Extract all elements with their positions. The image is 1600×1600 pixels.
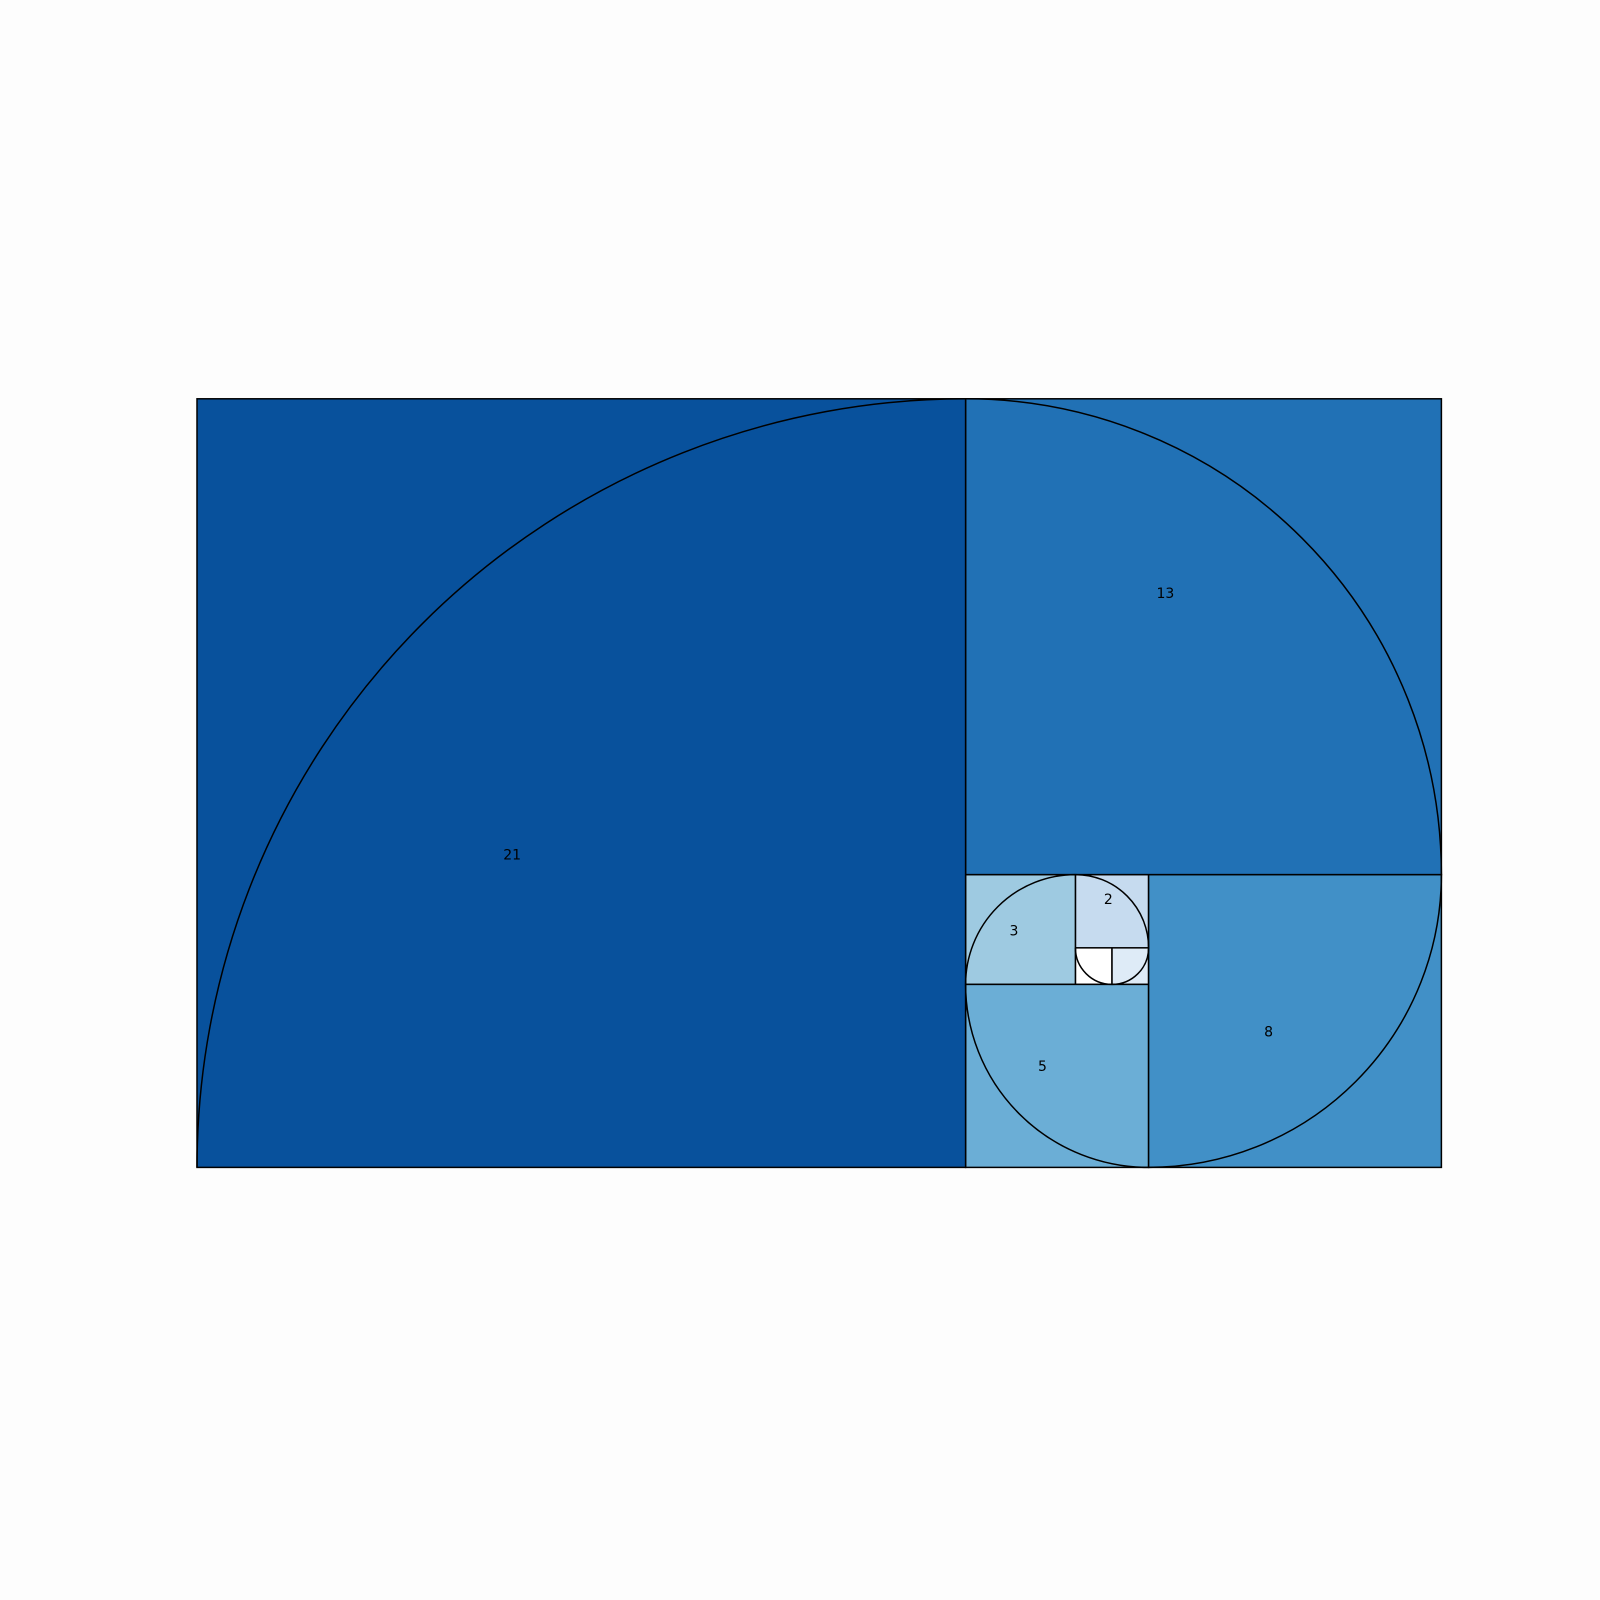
label-sq13: 13 [1157,586,1175,602]
arc-sq1a [1074,947,1113,986]
square-sq21 [196,398,967,1169]
arc-sq3 [964,873,1076,985]
label-sq21: 21 [503,847,521,863]
arc-sq13 [965,398,1443,875]
label-sq5: 5 [1038,1059,1047,1075]
square-labels-layer: 2 3 5 8 13 21 [503,586,1273,1075]
arc-sq5 [964,984,1149,1169]
arc-sq8 [1148,874,1443,1169]
square-sq13 [964,398,1443,876]
label-sq8: 8 [1264,1025,1273,1041]
arc-sq21 [196,398,966,1168]
square-sq3 [964,873,1077,986]
label-sq3: 3 [1009,924,1018,940]
label-sq2: 2 [1104,892,1113,908]
arc-sq2 [1075,873,1150,948]
spiral-arcs-layer [196,398,1443,1169]
square-sq2 [1074,873,1150,949]
square-sq8 [1147,873,1443,1169]
arc-sq1b [1111,947,1150,986]
squares-layer [196,398,1443,1169]
square-sq5 [964,983,1150,1169]
